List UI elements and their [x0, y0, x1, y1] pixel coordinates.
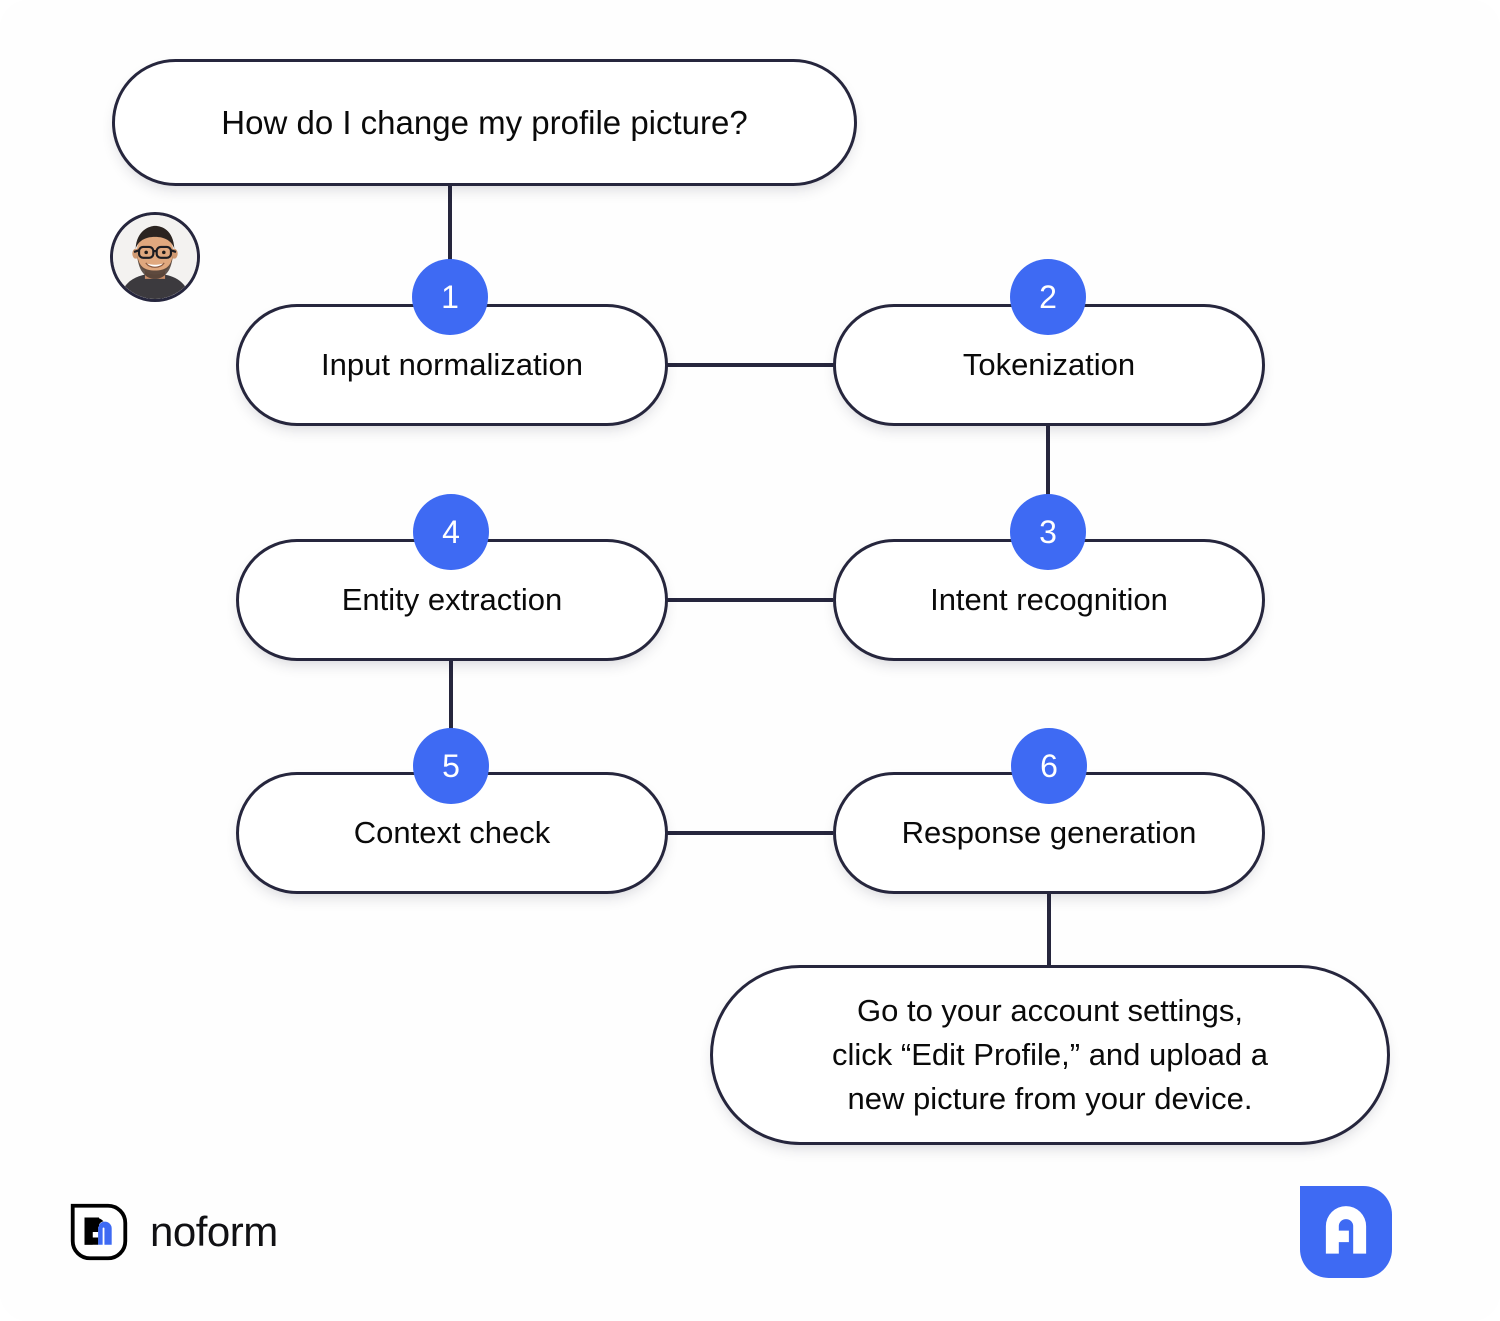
step-badge-number: 6 — [1040, 747, 1058, 784]
brand-wordmark: noform — [150, 1208, 278, 1255]
assistant-answer-text: Go to your account settings, click “Edit… — [832, 992, 1268, 1116]
assistant-answer-bubble: Go to your account settings, click “Edit… — [710, 965, 1390, 1145]
step-badge-number: 1 — [441, 278, 459, 315]
brand-lockup: noform — [70, 1203, 278, 1261]
step-badge-number: 2 — [1039, 278, 1057, 315]
step-label: Tokenization — [962, 346, 1136, 382]
step-node-response-generation[interactable]: Response generation — [833, 772, 1265, 894]
step-badge-2: 2 — [1010, 259, 1086, 335]
noform-logo-icon — [70, 1203, 128, 1261]
step-badge-number: 5 — [442, 747, 460, 784]
step-label: Context check — [353, 814, 551, 850]
user-question-bubble: How do I change my profile picture? — [112, 59, 857, 186]
avatar-photo-icon — [113, 215, 197, 299]
step-label: Intent recognition — [930, 581, 1168, 617]
step-label: Input normalization — [321, 346, 583, 382]
step-badge-1: 1 — [412, 259, 488, 335]
step-badge-number: 4 — [442, 513, 460, 550]
step-badge-5: 5 — [413, 728, 489, 804]
step-label: Entity extraction — [341, 581, 563, 617]
step-label: Response generation — [901, 814, 1197, 850]
step-badge-number: 3 — [1039, 513, 1057, 550]
user-avatar — [110, 212, 200, 302]
noform-app-icon — [1300, 1186, 1392, 1278]
step-badge-4: 4 — [413, 494, 489, 570]
user-question-text: How do I change my profile picture? — [221, 103, 748, 141]
step-badge-3: 3 — [1010, 494, 1086, 570]
step-badge-6: 6 — [1011, 728, 1087, 804]
